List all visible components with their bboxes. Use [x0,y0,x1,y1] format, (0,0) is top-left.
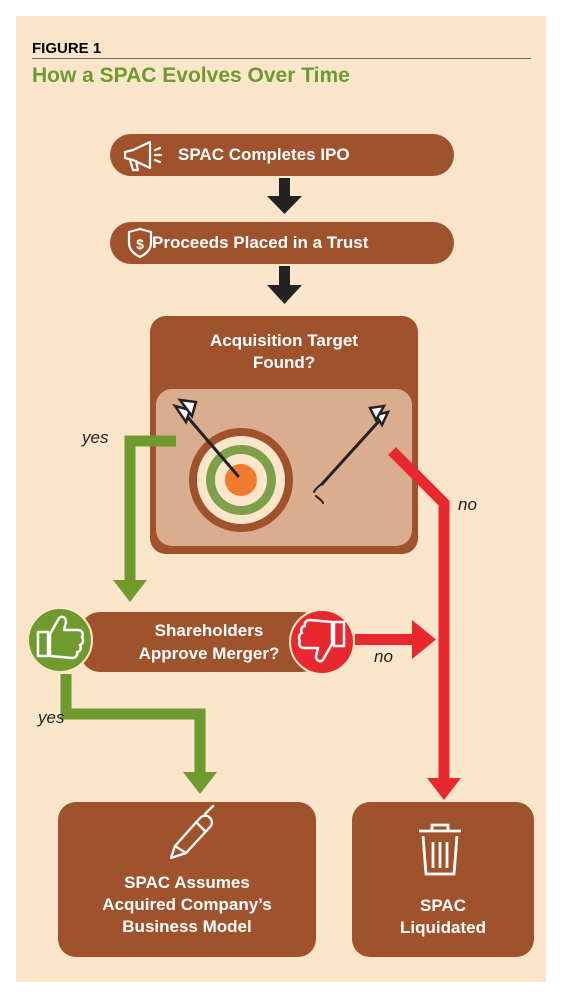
approve-title-line2: Approve Merger? [138,644,280,663]
thumbs-up-icon [27,607,93,673]
assume-title-line2: Acquired Company’s [102,895,272,914]
title-divider [32,58,531,59]
ipo-label: SPAC Completes IPO [178,145,350,164]
target-title: Acquisition Target Found? [150,330,418,374]
approve-no-arrow [355,620,436,659]
liquidated-title-line2: Liquidated [400,918,486,937]
assume-title: SPAC Assumes Acquired Company’s Business… [58,872,316,938]
assume-title-line1: SPAC Assumes [124,873,250,892]
approve-box [80,612,322,672]
target-title-line2: Found? [252,353,316,372]
trust-box [110,222,454,264]
flow-arrow-1 [267,178,302,214]
target-yes-arrowhead [113,580,147,602]
approve-title: Shareholders Approve Merger? [98,619,320,665]
approve-no-label: no [374,647,393,666]
liquidated-title-line1: SPAC [420,896,466,915]
target-title-line1: Acquisition Target [210,331,358,350]
target-no-label: no [458,495,477,514]
shield-dollar-icon [127,227,153,259]
flow-arrow-2 [267,266,302,304]
liquidated-title: SPAC Liquidated [352,895,534,939]
assume-box [58,802,316,957]
target-yes-label: yes [82,428,109,447]
approve-yes-arrowhead [183,772,217,794]
figure-title: How a SPAC Evolves Over Time [32,64,350,87]
target-no-arrow [388,447,450,782]
target-icon [189,428,293,532]
target-yes-arrow [124,435,176,583]
figure-label: FIGURE 1 [32,40,102,57]
trust-label: Proceeds Placed in a Trust [152,233,369,252]
assume-title-line3: Business Model [122,917,252,936]
dollar-glyph: $ [136,236,144,252]
thumbs-down-icon [289,609,355,675]
dart-miss-icon [313,404,391,504]
liquidated-box [352,802,534,957]
trash-icon [419,823,461,876]
approve-title-line1: Shareholders [154,621,264,640]
ipo-box [110,134,454,176]
approve-yes-label: yes [38,708,65,727]
approve-yes-arrow [60,674,206,774]
megaphone-icon [123,140,163,172]
target-no-arrowhead [427,778,461,800]
pen-icon [169,804,215,860]
dart-hit-icon [172,398,240,478]
